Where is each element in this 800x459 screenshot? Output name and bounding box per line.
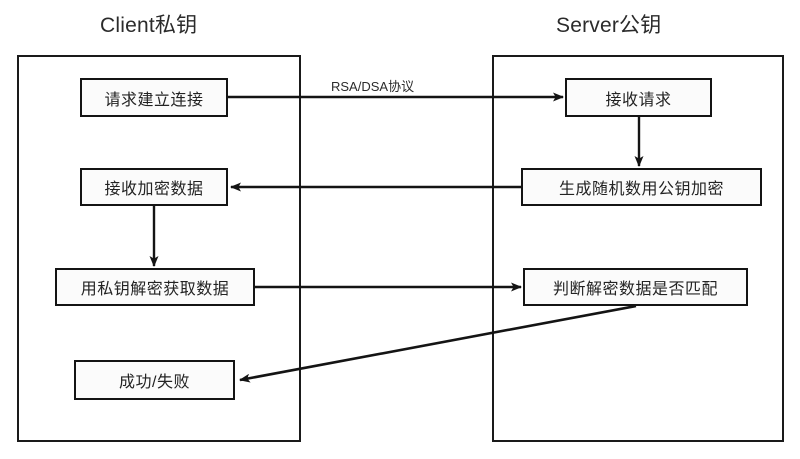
node-decrypt-with-private-key[interactable]: 用私钥解密获取数据 — [55, 268, 255, 306]
lane-box-server — [492, 55, 784, 442]
edge-label-protocol: RSA/DSA协议 — [329, 76, 417, 95]
node-request-connect[interactable]: 请求建立连接 — [80, 78, 228, 117]
lane-title-server: Server公钥 — [556, 14, 662, 37]
node-receive-request[interactable]: 接收请求 — [565, 78, 712, 117]
node-receive-encrypted-data[interactable]: 接收加密数据 — [80, 168, 228, 206]
node-generate-random-encrypt[interactable]: 生成随机数用公钥加密 — [521, 168, 762, 206]
lane-title-client: Client私钥 — [100, 14, 198, 37]
node-judge-match[interactable]: 判断解密数据是否匹配 — [523, 268, 748, 306]
node-success-fail[interactable]: 成功/失败 — [74, 360, 235, 400]
lane-box-client — [17, 55, 301, 442]
